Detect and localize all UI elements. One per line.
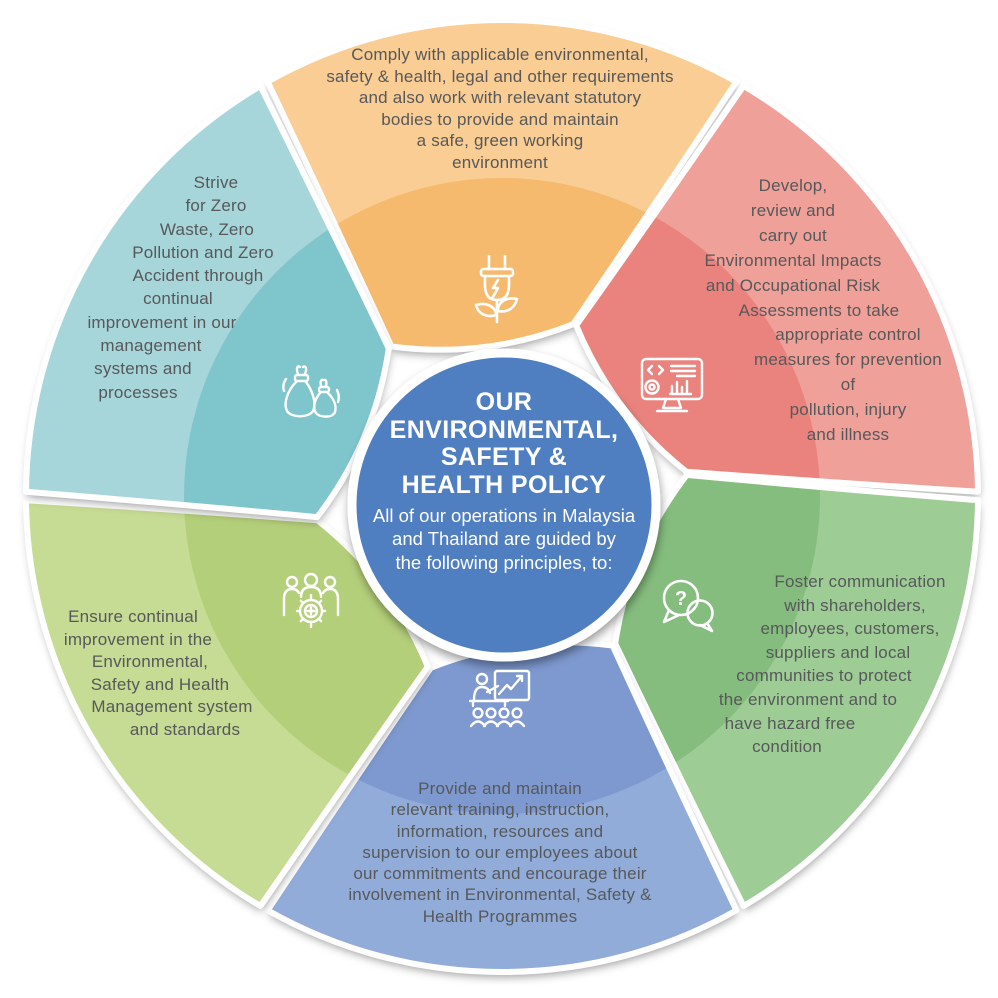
team-gear-icon bbox=[280, 572, 342, 630]
petal-text-comply: Comply with applicable environmental, saf… bbox=[287, 44, 713, 173]
petal-strive-line: improvement in our bbox=[87, 312, 237, 332]
petal-develop-line: measures for prevention bbox=[754, 350, 942, 370]
petal-foster-line: employees, customers, bbox=[760, 619, 940, 639]
petal-provide-line: relevant training, instruction, bbox=[390, 800, 610, 820]
petal-ensure-border bbox=[23, 497, 431, 910]
petal-foster-line: the environment and to bbox=[718, 689, 898, 709]
petal-comply-line: environment bbox=[452, 152, 548, 172]
petal-foster-line: communities to protect bbox=[736, 666, 912, 686]
petal-develop-line: of bbox=[840, 375, 856, 395]
petal-text-foster: Foster communication with shareholders, em… bbox=[674, 570, 974, 759]
petal-provide-line: information, resources and bbox=[396, 821, 604, 841]
speech-bubbles-question-icon: ? bbox=[656, 577, 718, 633]
policy-title-line: HEALTH POLICY bbox=[401, 470, 607, 499]
petal-develop-line: review and bbox=[750, 200, 836, 220]
monitor-analytics-icon bbox=[639, 356, 705, 416]
petal-develop-line: and Occupational Risk bbox=[705, 275, 881, 295]
policy-title-line: SAFETY & bbox=[440, 443, 568, 471]
petal-strive-line: for Zero bbox=[185, 196, 247, 216]
petal-provide-border bbox=[264, 639, 740, 975]
petal-comply-line: Comply with applicable environmental, bbox=[351, 45, 649, 64]
petal-foster-line: have hazard free bbox=[724, 713, 856, 733]
petal-foster-border bbox=[612, 471, 981, 910]
petal-develop-line: Environmental Impacts bbox=[704, 250, 882, 270]
petal-ensure-line: improvement in the bbox=[63, 629, 213, 649]
petal-strive-border bbox=[23, 82, 392, 521]
petal-develop-line: appropriate control bbox=[775, 325, 921, 345]
petal-strive-line: systems and bbox=[94, 359, 192, 379]
petal-develop-line: Assessments to take bbox=[738, 300, 900, 320]
petal-ensure-line: Environmental, bbox=[91, 652, 209, 672]
petal-ensure-line: Ensure continual bbox=[68, 607, 198, 626]
petal-develop-inner-shade bbox=[576, 178, 820, 492]
petal-ensure-inner-shade bbox=[184, 500, 428, 814]
waste-bags-icon bbox=[279, 360, 341, 420]
petal-strive-line: Waste, Zero bbox=[159, 219, 255, 239]
policy-title-line: ENVIRONMENTAL, bbox=[389, 415, 619, 444]
petal-provide-line: our commitments and encourage their bbox=[353, 864, 647, 884]
petal-foster-line: condition bbox=[752, 737, 822, 757]
petal-comply-line: a safe, green working bbox=[416, 131, 584, 150]
petal-develop-line: carry out bbox=[759, 225, 827, 245]
petal-ensure-line: Management system bbox=[91, 697, 253, 717]
petal-strive-line: management bbox=[100, 336, 202, 356]
policy-subtitle-line: All of our operations in Malaysia bbox=[372, 505, 636, 526]
policy-subtitle-line: and Thailand are guided by bbox=[392, 528, 616, 550]
petal-comply-border bbox=[264, 17, 740, 353]
petal-foster-line: Foster communication bbox=[774, 572, 946, 591]
petal-foster-inner-shade bbox=[615, 474, 820, 814]
petal-develop-border bbox=[573, 82, 981, 495]
training-presentation-icon bbox=[467, 668, 533, 728]
petal-provide-line: involvement in Environmental, Safety & bbox=[348, 885, 652, 905]
petal-provide-line: Health Programmes bbox=[422, 906, 578, 926]
petal-comply-line: bodies to provide and maintain bbox=[381, 109, 619, 129]
policy-subtitle-line: the following principles, to: bbox=[395, 551, 613, 573]
petal-develop-line: pollution, injury bbox=[789, 400, 907, 420]
petal-provide-line: Provide and maintain bbox=[418, 779, 582, 798]
plug-leaf-icon bbox=[464, 250, 530, 330]
petal-comply-line: safety & health, legal and other require… bbox=[326, 66, 674, 86]
petal-strive-line: Strive bbox=[193, 173, 239, 192]
petal-develop-line: and illness bbox=[806, 425, 890, 445]
policy-title-line: OUR bbox=[475, 388, 533, 416]
petal-strive-inner-shade bbox=[184, 178, 389, 518]
petal-foster-line: suppliers and local bbox=[765, 642, 911, 662]
center-circle bbox=[347, 348, 661, 662]
petal-ensure-line: and standards bbox=[129, 719, 241, 739]
petal-comply-line: and also work with relevant statutory bbox=[358, 88, 642, 107]
petal-foster-line: with shareholders, bbox=[784, 595, 926, 615]
svg-text:?: ? bbox=[675, 588, 687, 610]
petal-strive-line: processes bbox=[98, 382, 178, 402]
petal-strive-line: continual bbox=[143, 289, 213, 309]
petal-strive-line: Pollution and Zero bbox=[132, 242, 274, 262]
petal-ensure-line: Safety and Health bbox=[90, 674, 230, 694]
petal-develop-line: Develop, bbox=[758, 176, 828, 195]
petal-strive-line: Accident through bbox=[132, 266, 264, 286]
petal-text-provide: Provide and maintain relevant training, i… bbox=[269, 778, 731, 927]
petal-provide-line: supervision to our employees about bbox=[362, 842, 638, 862]
